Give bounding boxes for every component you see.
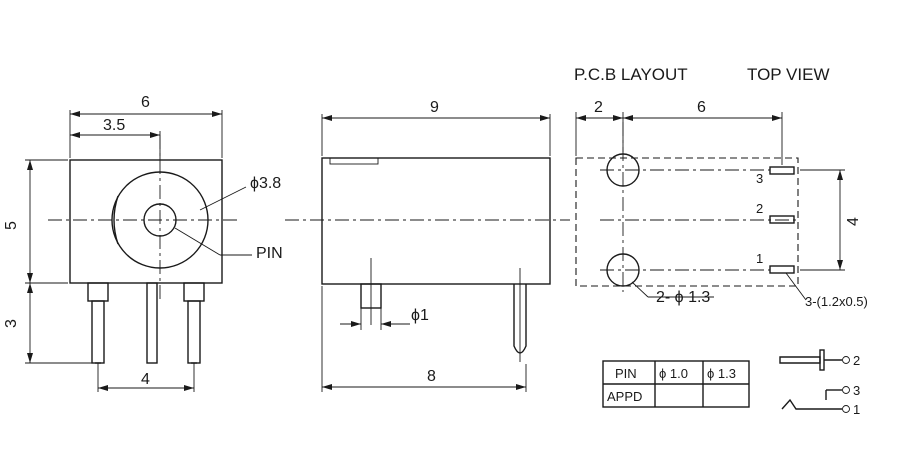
pcb-left-spacing-dim: 2 [594, 99, 603, 116]
table-header-1-3: ϕ 1.3 [707, 366, 736, 381]
side-view-body [321, 157, 551, 285]
top-view-header: TOP VIEW [747, 65, 830, 84]
side-view: 9 8 ϕ1 [285, 99, 570, 392]
side-pin-distance-dim: 8 [427, 368, 436, 385]
pcb-pad-3 [769, 166, 795, 175]
front-height-dim: 5 [3, 221, 20, 230]
table-header-pin: PIN [615, 366, 637, 381]
front-hole-diameter-label: ϕ3.8 [250, 175, 281, 192]
front-pin-label: PIN [256, 245, 283, 262]
pcb-hole-spacing-dim: 6 [697, 99, 706, 116]
front-width-dim: 6 [141, 94, 150, 111]
front-view-body [69, 159, 223, 284]
schematic-terminal-3: 3 [853, 383, 860, 398]
pcb-layout-header: P.C.B LAYOUT [574, 65, 688, 84]
pcb-height-dim: 4 [845, 217, 862, 226]
pcb-pad-1 [769, 265, 795, 274]
front-outer-ring [111, 171, 209, 269]
pcb-outline [575, 157, 799, 287]
side-pin-diameter-label: ϕ1 [411, 307, 429, 324]
pcb-pad-1-label: 1 [756, 251, 763, 266]
schematic-terminal-1: 1 [853, 402, 860, 417]
pcb-pad-3-label: 3 [756, 171, 763, 186]
pcb-layout-view: 3 2 1 2 6 4 2- ϕ 1.3 3-(1.2x0.5) [575, 99, 868, 309]
table-row-appd: APPD [607, 389, 642, 404]
jack-schematic: 2 3 1 [779, 349, 860, 417]
pcb-pad-2 [769, 215, 795, 224]
pcb-slot-size-label: 3-(1.2x0.5) [805, 294, 868, 309]
schematic-terminal-2: 2 [853, 353, 860, 368]
front-pin-length-dim: 3 [3, 319, 20, 328]
pcb-mount-holes-label: 2- ϕ 1.3 [656, 289, 710, 306]
pin-diameter-table: PIN ϕ 1.0 ϕ 1.3 APPD [602, 360, 750, 408]
front-inner-hole [143, 203, 177, 237]
front-pin-spacing-dim: 4 [141, 371, 150, 388]
table-header-1-0: ϕ 1.0 [659, 366, 688, 381]
side-length-dim: 9 [430, 99, 439, 116]
front-view: 6 3.5 5 3 4 ϕ3.8 PIN [3, 94, 283, 392]
pcb-pad-2-label: 2 [756, 201, 763, 216]
front-offset-dim: 3.5 [103, 117, 125, 134]
